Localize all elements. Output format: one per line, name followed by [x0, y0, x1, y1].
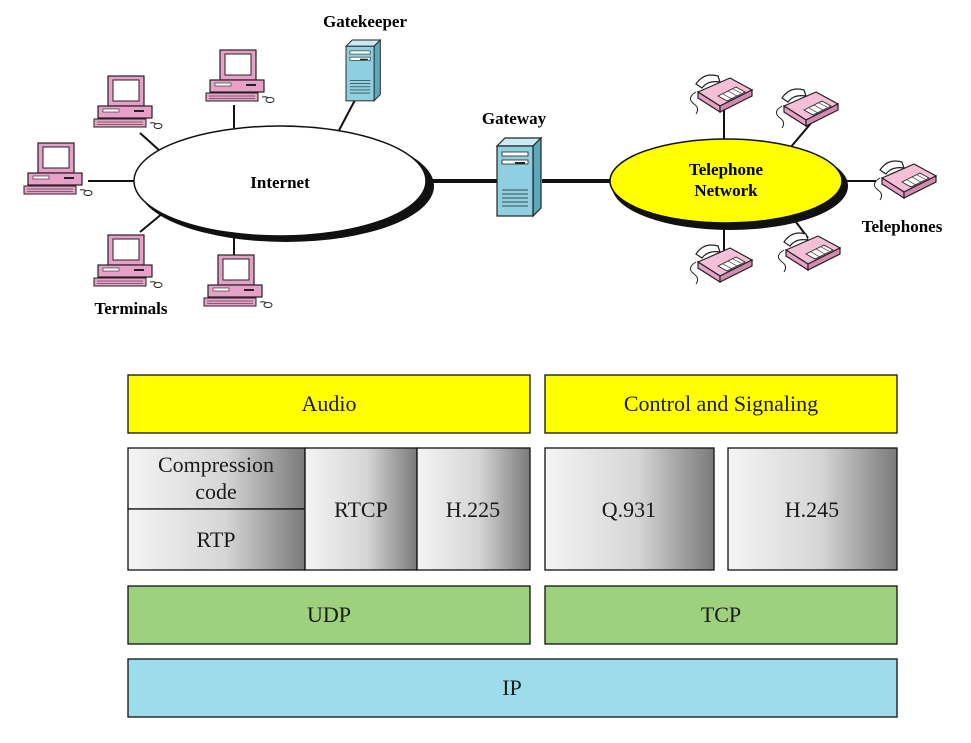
gatekeeper-label: Gatekeeper [323, 12, 407, 31]
telephone-network-label-line2: Network [694, 181, 758, 200]
internet-label: Internet [250, 173, 310, 192]
audio-box [127, 374, 531, 434]
telephone-network [609, 138, 843, 224]
tcp-label: TCP [701, 602, 741, 627]
telephone-icon-5 [777, 232, 841, 273]
q931-box [544, 447, 715, 571]
udp-box [127, 585, 531, 645]
gateway-server-icon [496, 137, 542, 217]
terminal-icon-5 [203, 254, 273, 309]
terminal-icon-2 [205, 49, 275, 104]
gatekeeper-server-icon [345, 39, 381, 102]
compression-label-line1: Compression [158, 452, 274, 477]
h225-label: H.225 [446, 497, 500, 522]
link-terminal-1 [139, 132, 161, 152]
telephone-icon-2 [775, 88, 839, 129]
control-signaling-label: Control and Signaling [624, 391, 818, 416]
telephone-icon-1 [689, 74, 753, 115]
gateway-label: Gateway [482, 109, 547, 128]
terminal-icon-4 [93, 234, 163, 289]
compression-code-box [127, 447, 306, 510]
telephone-network-label-line1: Telephone [689, 160, 763, 179]
telephone-icon-3 [873, 160, 937, 201]
rtcp-label: RTCP [334, 497, 388, 522]
network-diagram: Internet Telephone Network Terminals Gat… [23, 12, 943, 318]
protocol-stack: Audio Control and Signaling Compression … [127, 374, 898, 718]
h225-box [416, 447, 531, 571]
link-phone-2 [789, 121, 813, 149]
terminal-icon-1 [93, 75, 163, 130]
terminals-label: Terminals [94, 299, 167, 318]
rtp-box [127, 508, 306, 571]
h245-box [727, 447, 898, 571]
telephones-label: Telephones [862, 217, 943, 236]
audio-label: Audio [302, 391, 357, 416]
ip-label: IP [502, 675, 522, 700]
h245-label: H.245 [785, 497, 839, 522]
telephone-icon-4 [689, 244, 753, 285]
tcp-box [544, 585, 898, 645]
q931-label: Q.931 [602, 497, 656, 522]
link-terminal-4 [139, 212, 164, 233]
ip-box [127, 658, 898, 718]
compression-label-line2: code [195, 479, 237, 504]
terminal-icon-3 [23, 142, 93, 197]
rtp-label: RTP [196, 527, 235, 552]
rtcp-box [304, 447, 418, 571]
udp-label: UDP [307, 602, 351, 627]
internet-cloud [133, 125, 427, 237]
control-signaling-box [544, 374, 898, 434]
